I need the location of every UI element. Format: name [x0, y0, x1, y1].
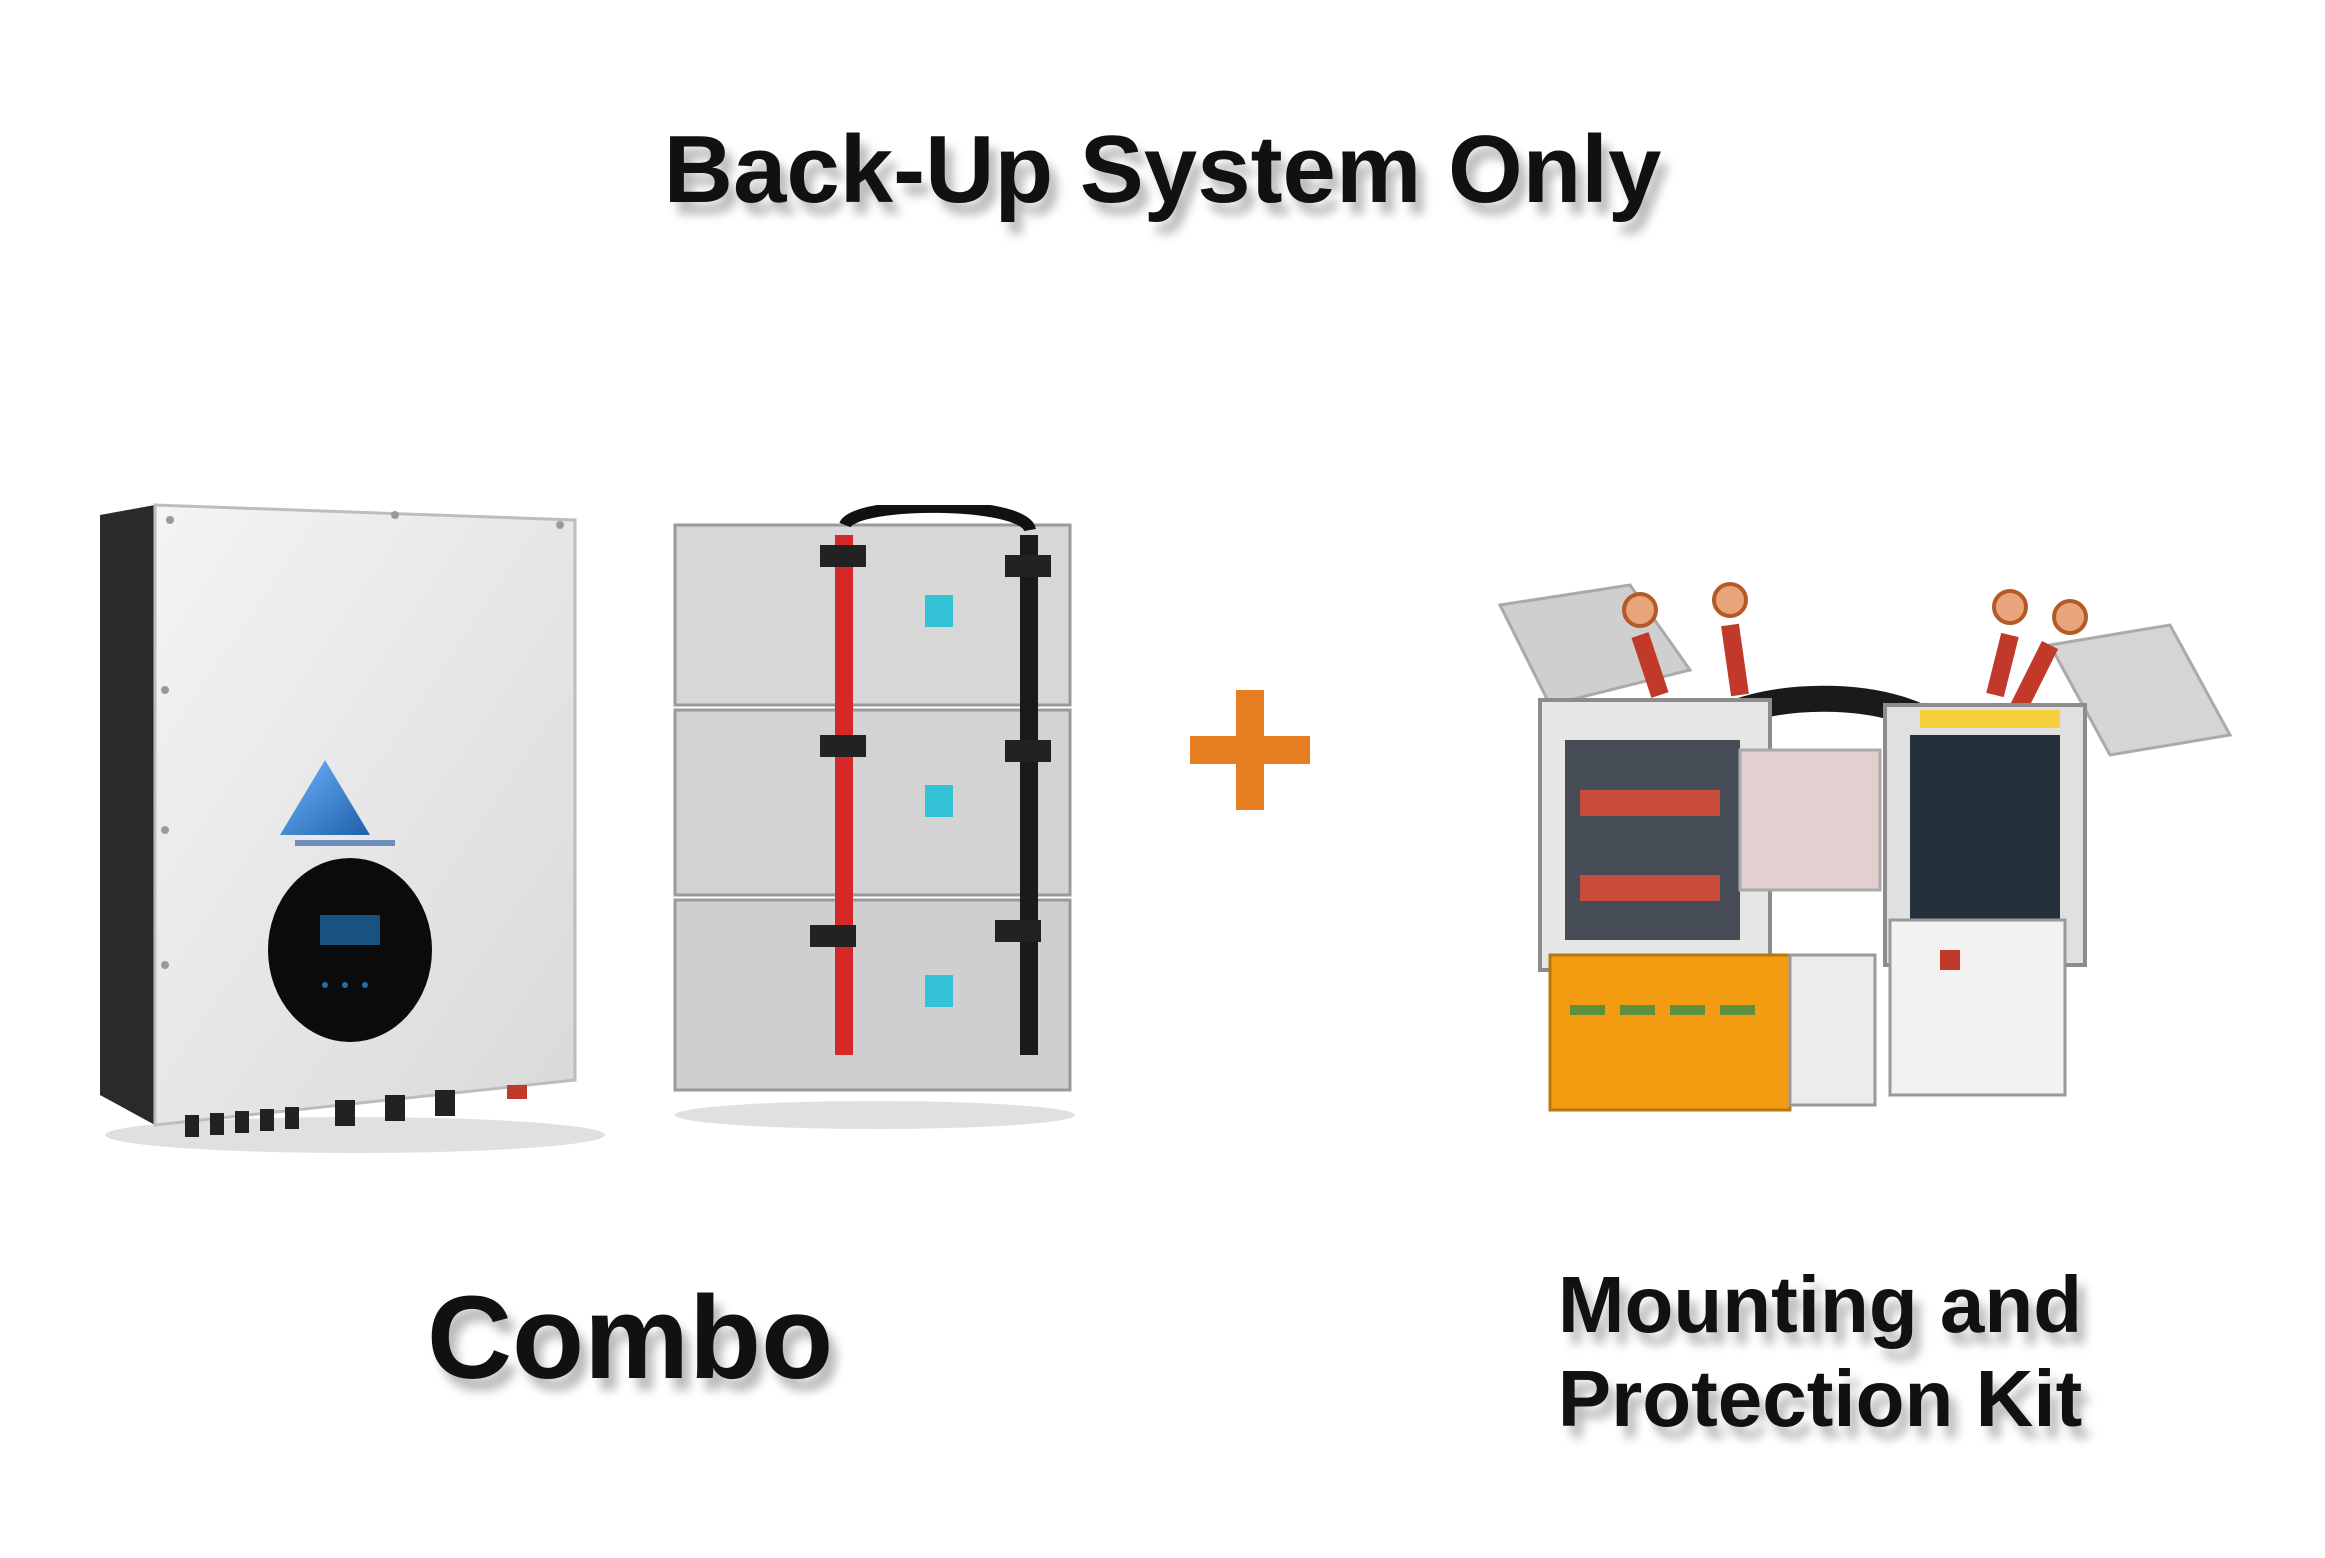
protection-kit-image	[1497, 582, 2233, 1112]
battery-stack-image	[673, 505, 1075, 1129]
kit-caption: Mounting and Protection Kit	[1470, 1258, 2170, 1446]
kit-caption-line2: Protection Kit	[1557, 1354, 2083, 1443]
kit-caption-line1: Mounting and	[1557, 1260, 2083, 1349]
plus-icon	[1190, 690, 1310, 810]
page-title: Back-Up System Only	[663, 116, 1662, 223]
combo-caption: Combo	[426, 1272, 834, 1404]
inverter-image	[100, 503, 605, 1153]
